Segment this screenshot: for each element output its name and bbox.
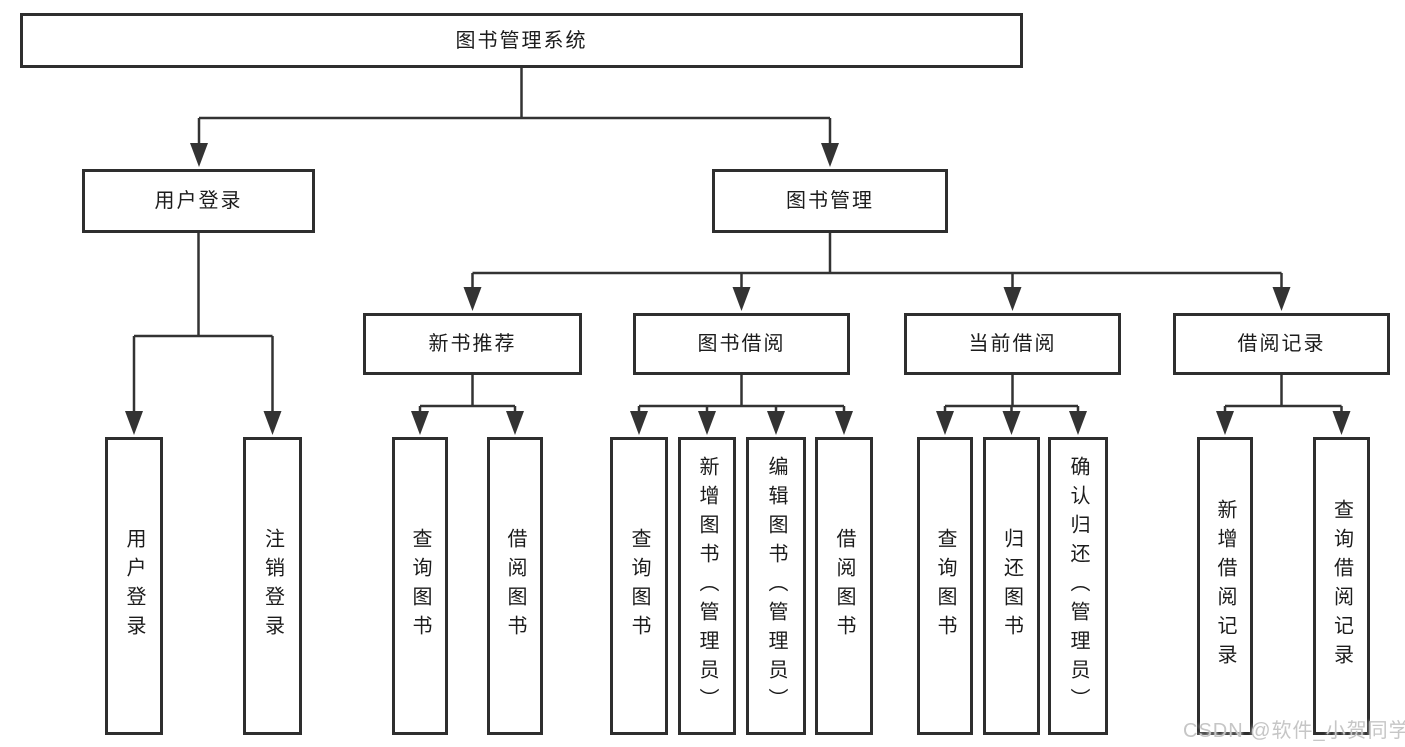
leaf-confirm-return-admin: 确认归还（管理员） [1048, 437, 1108, 735]
leaf-logout: 注销登录 [243, 437, 302, 735]
leaf-borrow-book: 借阅图书 [815, 437, 873, 735]
arrowhead-icons [125, 143, 1351, 435]
leaf-query-book-current: 查询图书 [917, 437, 973, 735]
node-current-borrowing: 当前借阅 [904, 313, 1121, 375]
leaf-add-borrow-record: 新增借阅记录 [1197, 437, 1253, 735]
leaf-edit-book-admin: 编辑图书（管理员） [746, 437, 806, 735]
node-book-borrowing: 图书借阅 [633, 313, 850, 375]
leaf-query-book-recommend: 查询图书 [392, 437, 448, 735]
leaf-query-borrow-record: 查询借阅记录 [1313, 437, 1370, 735]
leaf-query-book-borrowing: 查询图书 [610, 437, 668, 735]
node-user-login: 用户登录 [82, 169, 315, 233]
leaf-add-book-admin: 新增图书（管理员） [678, 437, 736, 735]
node-borrowing-records: 借阅记录 [1173, 313, 1390, 375]
node-book-management: 图书管理 [712, 169, 948, 233]
leaf-borrow-book-recommend: 借阅图书 [487, 437, 543, 735]
node-new-book-recommend: 新书推荐 [363, 313, 582, 375]
node-library-management-system: 图书管理系统 [20, 13, 1023, 68]
leaf-return-book: 归还图书 [983, 437, 1040, 735]
leaf-user-login: 用户登录 [105, 437, 163, 735]
csdn-watermark: CSDN @软件_小贺同学 [1183, 720, 1405, 742]
